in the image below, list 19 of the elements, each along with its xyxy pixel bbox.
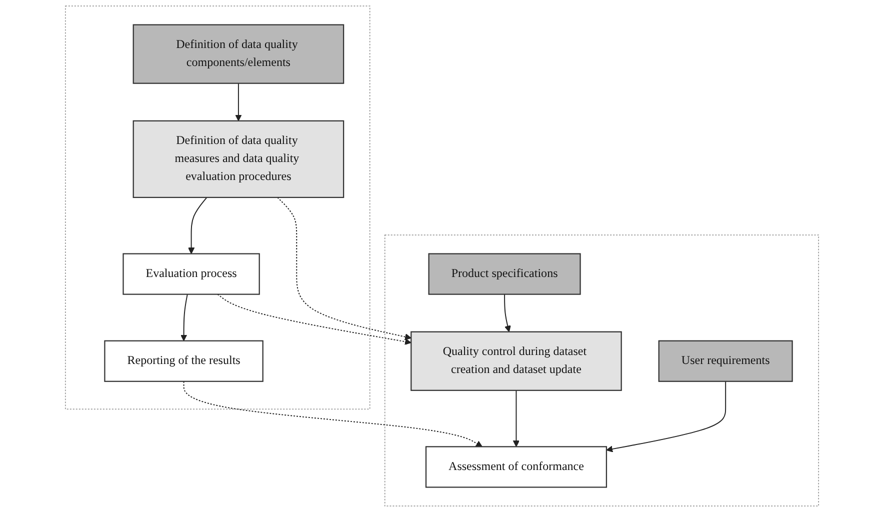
node-box: Product specifications [428, 253, 581, 295]
node-box: Assessment of conformance [425, 446, 608, 488]
node-box: User requirements [658, 340, 793, 382]
node-box: Definition of data quality measures and data quality evaluation procedures [132, 120, 344, 198]
node-box: Reporting of the results [104, 340, 264, 382]
arrow [235, 82, 242, 122]
arrow [606, 380, 726, 452]
cluster [384, 234, 819, 506]
node-box: Definition of data quality components/elements [132, 24, 344, 84]
node-box: Quality control during dataset creation and dataset update [410, 331, 622, 391]
arrow [512, 390, 520, 447]
arrow [188, 196, 208, 254]
arrow [183, 380, 482, 447]
arrow [504, 294, 511, 332]
arrow [180, 294, 188, 342]
arrow [217, 294, 412, 345]
node-box: Evaluation process [122, 253, 260, 295]
arrow [277, 196, 412, 340]
cluster [65, 6, 370, 410]
